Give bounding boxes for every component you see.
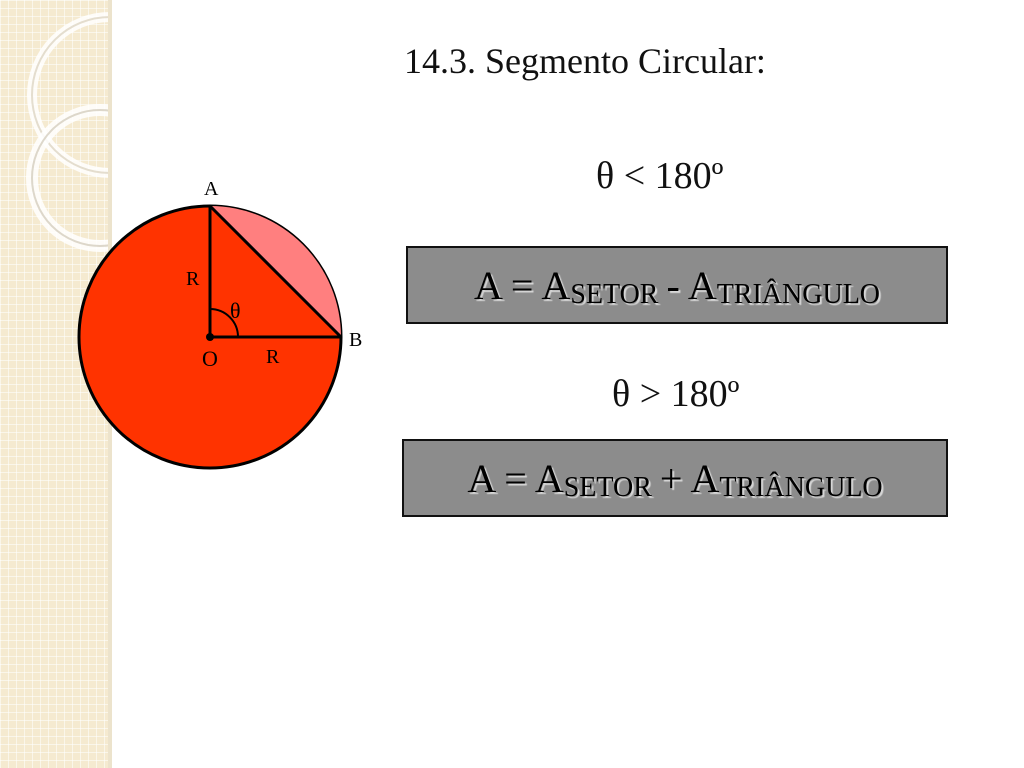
formula-subscript-setor: SETOR	[570, 279, 659, 310]
formula-equals: =	[510, 262, 534, 308]
slide-title: 14.3. Segmento Circular:	[404, 41, 766, 81]
formula-operator-minus: -	[666, 262, 680, 308]
label-radius-vertical: R	[186, 268, 200, 290]
chord-ab	[208, 204, 343, 339]
formula-area-sector-symbol: A	[541, 262, 571, 308]
formula-box-greater-than: A = A SETOR + A TRIÂNGULO	[402, 439, 948, 517]
formula-area-triangle-symbol: A	[687, 262, 717, 308]
label-angle-theta: θ	[230, 298, 241, 323]
label-center-o: O	[202, 346, 218, 371]
formula-area-symbol: A	[467, 455, 497, 501]
angle-arc	[209, 308, 239, 338]
formula-box-less-than: A = A SETOR - A TRIÂNGULO	[406, 246, 948, 324]
decorative-ring-2-edge	[31, 109, 112, 247]
formula-area-triangle-symbol: A	[690, 455, 720, 501]
formula-subscript-setor: SETOR	[563, 472, 652, 503]
formula-subscript-triangulo: TRIÂNGULO	[716, 279, 881, 310]
formula-area-sector-symbol: A	[534, 455, 564, 501]
formula-equals: =	[504, 455, 527, 501]
formula-operator-plus: +	[659, 455, 683, 501]
circle-segment-diagram: A B O R R θ	[77, 178, 362, 470]
label-radius-horizontal: R	[266, 346, 280, 368]
label-point-b: B	[349, 329, 362, 351]
formula-area-symbol: A	[473, 262, 503, 308]
center-point	[206, 333, 214, 341]
formula-subscript-triangulo: TRIÂNGULO	[719, 472, 883, 503]
condition-greater-than-180: θ > 180º	[612, 373, 740, 415]
label-point-a: A	[204, 178, 219, 200]
condition-less-than-180: θ < 180º	[596, 155, 724, 197]
